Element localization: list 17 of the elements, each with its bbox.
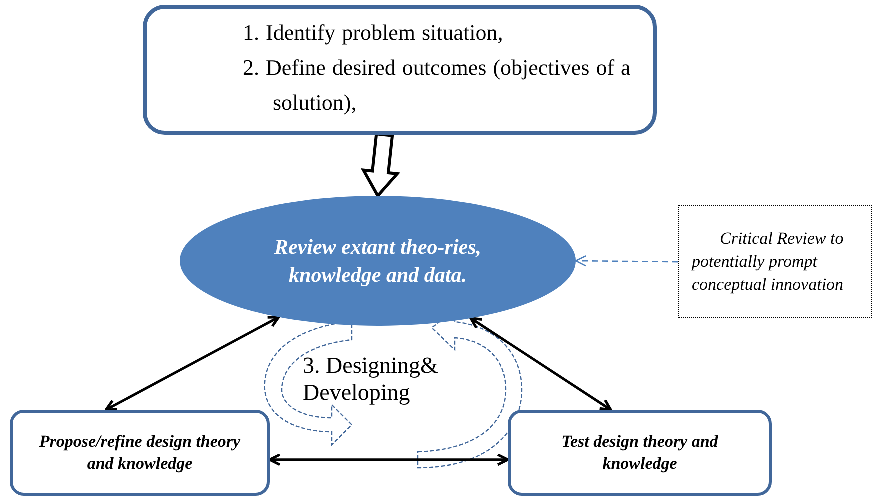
arrow <box>470 317 612 412</box>
arrow <box>575 255 678 267</box>
node-text: Propose/refine design theory and knowledge <box>38 431 242 475</box>
arrow <box>104 316 280 412</box>
rounded-box <box>10 410 270 496</box>
cycle-label: 3. Designing& Developing <box>303 352 440 406</box>
rounded-box <box>143 5 657 135</box>
node-text: Review extant theo-ries, knowledge and data. <box>273 234 483 289</box>
list-item: 1. Identify problem situation, <box>243 19 504 47</box>
list-item: 2. Define desired outcomes (objectives of a solution), <box>243 54 632 117</box>
arrow <box>268 454 510 466</box>
rounded-box <box>508 410 772 496</box>
ellipse <box>180 196 576 326</box>
note-box <box>678 205 872 318</box>
node-text: Test design theory and knowledge <box>560 431 720 475</box>
block-arrow <box>360 132 401 199</box>
note-text: Critical Review to potentially prompt conceptual innovation <box>692 228 845 296</box>
